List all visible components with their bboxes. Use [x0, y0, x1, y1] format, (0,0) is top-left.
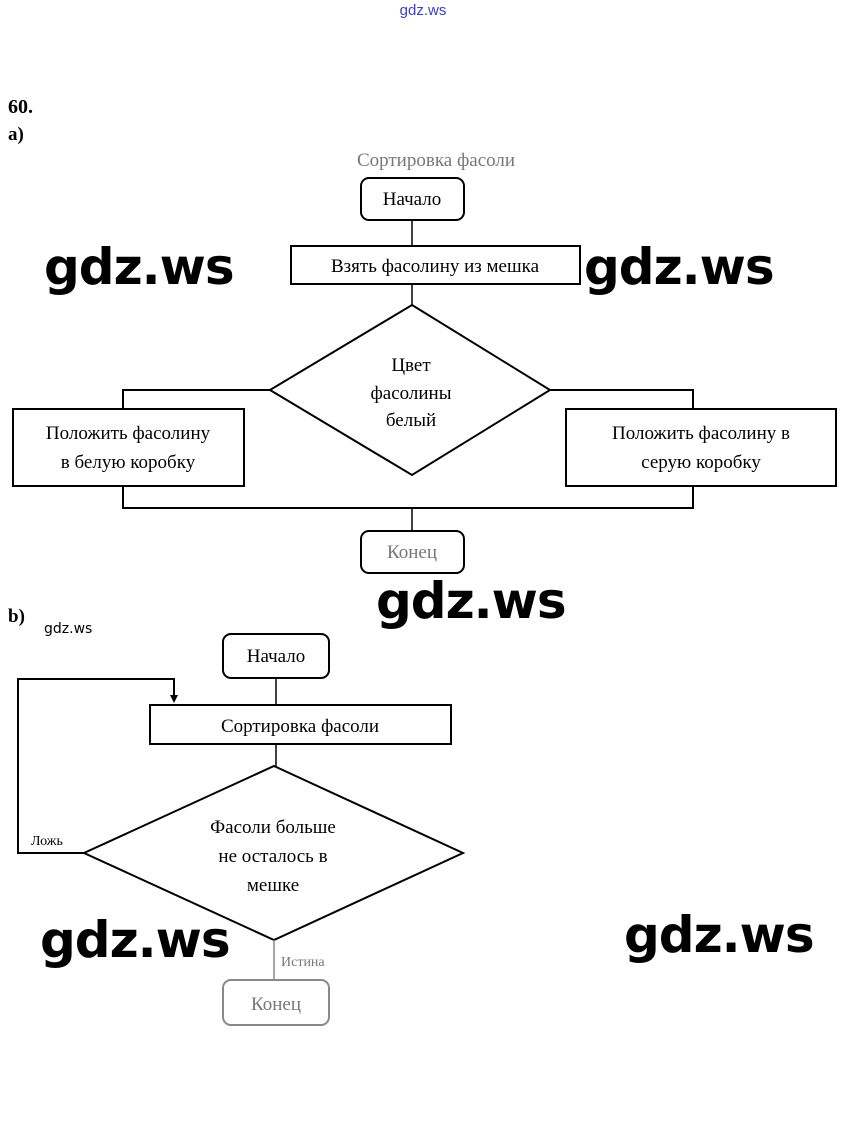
diagram-a-gray-box-line1: Положить фасолину в	[612, 423, 790, 444]
diagram-a-white-box-line1: Положить фасолину	[46, 423, 211, 444]
watermark: gdz.ws	[584, 238, 775, 296]
diagram-a-start-label: Начало	[383, 189, 442, 210]
diagram-b-decision-line1: Фасоли больше	[210, 817, 336, 838]
true-branch-label: Истина	[281, 955, 325, 970]
part-a-label: a)	[8, 124, 24, 145]
watermark: gdz.ws	[44, 621, 93, 637]
watermark: gdz.ws	[40, 911, 231, 969]
diagram-a-decision-line3: белый	[386, 410, 436, 431]
connector	[122, 486, 694, 509]
part-b-label: b)	[8, 606, 25, 627]
watermark: gdz.ws	[44, 238, 235, 296]
diagram-a-end-terminal	[360, 530, 465, 574]
diagram-b-process-sort	[149, 704, 452, 745]
diagram-b-start-label: Начало	[247, 646, 306, 667]
diagram-b-end-terminal	[222, 979, 330, 1026]
diagram-b-end-label: Конец	[251, 994, 301, 1015]
diagram-b-process-label: Сортировка фасоли	[221, 716, 379, 737]
diagram-a-white-box-action	[12, 408, 245, 487]
diagram-a-step-take-bean-label: Взять фасолину из мешка	[331, 256, 540, 277]
diagram-a-decision-line1: Цвет	[391, 355, 431, 376]
diagram-a-white-box-line2: в белую коробку	[61, 452, 196, 473]
problem-number: 60.	[8, 96, 33, 118]
diagram-b-decision-line2: не осталось в	[218, 846, 327, 867]
diagram-a-decision-line2: фасолины	[370, 383, 451, 404]
diagram-a-decision-diamond	[268, 303, 552, 477]
connector	[550, 389, 694, 409]
diagram-a-gray-box-action	[565, 408, 837, 487]
site-header-link[interactable]: gdz.ws	[399, 2, 447, 19]
false-branch-label: Ложь	[31, 834, 63, 849]
diagram-a-step-take-bean	[290, 245, 581, 285]
diagram-a-gray-box-line2: серую коробку	[641, 452, 761, 473]
diagram-b-decision-line3: мешке	[247, 875, 299, 896]
diagram-a-end-label: Конец	[387, 542, 437, 563]
loop-back-arrow	[17, 678, 175, 854]
arrowhead-icon	[170, 695, 178, 703]
diagram-a-title: Сортировка фасоли	[357, 150, 515, 171]
watermark: gdz.ws	[376, 572, 567, 630]
connector	[122, 389, 270, 409]
watermark: gdz.ws	[624, 906, 815, 964]
